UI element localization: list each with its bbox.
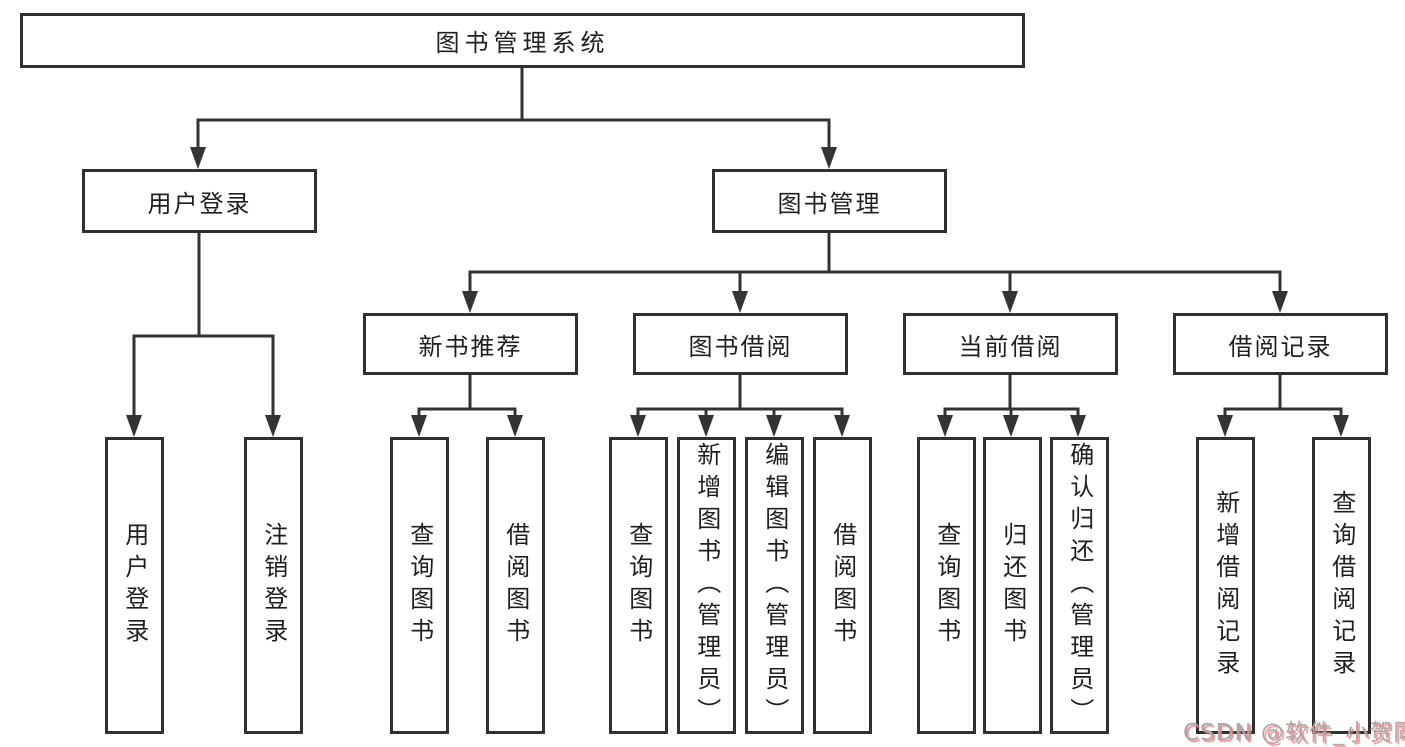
leaf-user-login: 用户登录 xyxy=(105,437,164,734)
connector-borrow-records-to-leaves xyxy=(1217,373,1349,437)
leaf-logout: 注销登录 xyxy=(244,437,303,734)
leaf-add-book-admin: 新增图书（管理员） xyxy=(677,437,736,734)
leaf-borrow-books-recommend: 借阅图书 xyxy=(486,437,545,734)
node-borrow-records: 借阅记录 xyxy=(1173,313,1388,375)
node-book-borrow: 图书借阅 xyxy=(633,313,848,375)
leaf-borrow-books: 借阅图书 xyxy=(813,437,872,734)
csdn-watermark: CSDN @软件_小贺同学 xyxy=(1183,720,1405,746)
leaf-add-borrow-record: 新增借阅记录 xyxy=(1196,437,1255,734)
leaf-query-books-borrow: 查询图书 xyxy=(609,437,668,734)
node-user-login-label: 用户登录 xyxy=(147,189,252,218)
leaf-query-books-current: 查询图书 xyxy=(917,437,976,734)
connector-root-to-level2 xyxy=(190,66,837,169)
node-new-book-recommend-label: 新书推荐 xyxy=(418,332,523,361)
node-current-borrow: 当前借阅 xyxy=(903,313,1118,375)
connector-book-borrow-to-leaves xyxy=(630,373,850,437)
node-root-label: 图书管理系统 xyxy=(435,29,610,57)
leaf-query-books-recommend: 查询图书 xyxy=(390,437,449,734)
leaf-return-book: 归还图书 xyxy=(983,437,1042,734)
leaf-confirm-return-admin: 确认归还（管理员） xyxy=(1050,437,1109,734)
connector-book-management-to-level3 xyxy=(462,231,1288,313)
node-new-book-recommend: 新书推荐 xyxy=(363,313,578,375)
node-book-management-label: 图书管理 xyxy=(777,189,882,218)
node-current-borrow-label: 当前借阅 xyxy=(958,332,1063,361)
connector-current-borrow-to-leaves xyxy=(937,373,1086,437)
connector-user-login-to-leaves xyxy=(126,231,281,437)
leaf-query-borrow-record: 查询借阅记录 xyxy=(1312,437,1371,734)
leaf-edit-book-admin: 编辑图书（管理员） xyxy=(745,437,804,734)
node-book-borrow-label: 图书借阅 xyxy=(688,332,793,361)
connector-new-book-recommend-to-leaves xyxy=(411,373,523,437)
node-user-login: 用户登录 xyxy=(82,169,317,233)
node-book-management: 图书管理 xyxy=(712,169,947,233)
node-borrow-records-label: 借阅记录 xyxy=(1228,332,1333,361)
node-root: 图书管理系统 xyxy=(20,13,1025,68)
